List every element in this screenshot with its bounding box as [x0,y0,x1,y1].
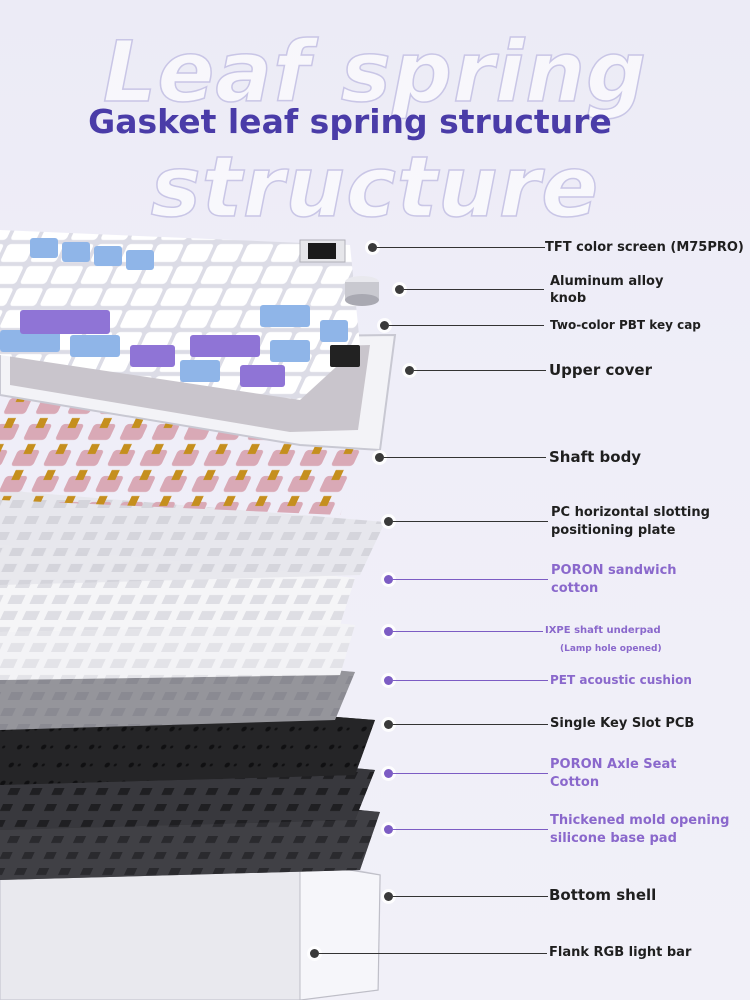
callout-dot [384,575,393,584]
page-title: Gasket leaf spring structure [88,102,612,141]
callout-dot [375,453,384,462]
callout-dot [384,720,393,729]
label-ixpe-sub: (Lamp hole opened) [560,644,662,654]
label-bottom-shell: Bottom shell [549,886,657,904]
callout-line [384,457,546,458]
callout-line [393,724,548,725]
callout-line [377,247,545,248]
label-pet-cushion: PET acoustic cushion [550,673,692,687]
label-upper-cover: Upper cover [549,361,652,379]
callout-line [393,680,548,681]
callout-line [319,953,547,954]
label-shaft-body: Shaft body [549,448,642,466]
background-title-line-2: structure [150,138,600,236]
background-title-line-1: Leaf spring [102,23,648,121]
callout-dot [384,627,393,636]
callout-line [389,325,544,326]
callout-dot [384,769,393,778]
label-pcb: Single Key Slot PCB [550,716,695,731]
callout-dot [384,676,393,685]
callout-dot [384,892,393,901]
callout-line [393,631,543,632]
label-silicone-pad: Thickened mold opening silicone base pad [550,813,730,846]
label-aluminum-knob: Aluminum alloy knob [550,274,664,306]
callout-line [393,521,548,522]
callout-line [393,829,548,830]
callout-line [393,773,548,774]
label-pc-plate: PC horizontal slotting positioning plate [551,505,710,538]
label-rgb-bar: Flank RGB light bar [549,945,692,960]
callout-dot [380,321,389,330]
callout-dot [405,366,414,375]
callout-dot [310,949,319,958]
callout-line [393,896,548,897]
callout-line [404,289,544,290]
label-tft-screen: TFT color screen (M75PRO) [545,240,744,255]
callout-dot [384,825,393,834]
label-poron-axle: PORON Axle Seat Cotton [550,757,677,790]
label-pbt-keycap: Two-color PBT key cap [550,318,701,332]
callout-line [393,579,548,580]
label-poron-sandwich: PORON sandwich cotton [551,563,677,596]
callout-dot [384,517,393,526]
label-ixpe-underpad: IXPE shaft underpad [545,625,661,636]
callout-dot [395,285,404,294]
callout-dot [368,243,377,252]
callout-line [414,370,546,371]
